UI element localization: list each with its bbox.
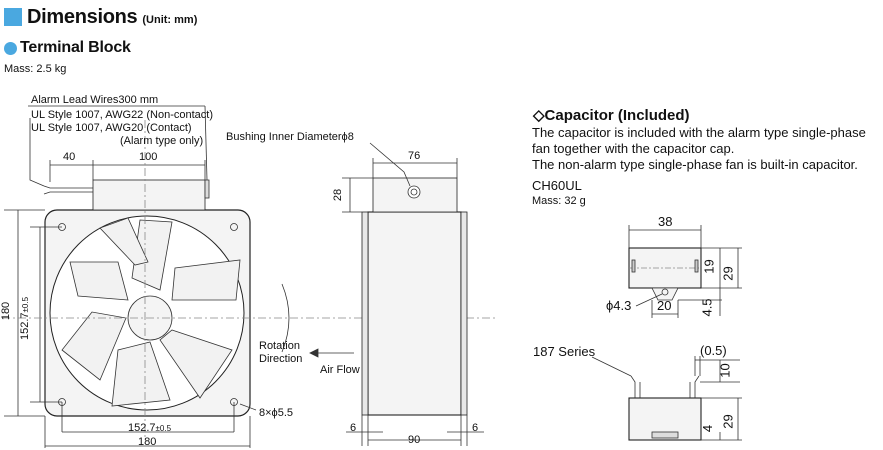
cap-dim-19: 19 [701, 259, 717, 274]
holes-label: 8×ϕ5.5 [259, 407, 293, 419]
fan-blade [159, 329, 233, 399]
alarm-type-only: (Alarm type only) [120, 135, 204, 147]
bushing-hole [407, 185, 421, 199]
capacitor-mass: Mass: 32 g [532, 195, 586, 207]
cap-dim-29: 29 [720, 266, 736, 281]
dim-180-horizontal: 180 [138, 436, 157, 448]
cap-dim-29b: 29 [720, 414, 736, 429]
fan-blade [69, 261, 129, 301]
dim-40: 40 [63, 151, 76, 163]
dim-152-7-horizontal: 152.7±0.5 [128, 422, 172, 434]
ul-style-awg20: UL Style 1007, AWG20 (Contact) [31, 122, 192, 134]
bushing-label: Bushing Inner Diameterϕ8 [226, 131, 354, 143]
cap-dim-20: 20 [657, 298, 672, 313]
ul-style-awg22: UL Style 1007, AWG22 (Non-contact) [31, 109, 213, 121]
dimensions-heading: Dimensions (Unit: mm) [4, 4, 197, 30]
dim-76: 76 [408, 150, 421, 162]
capacitor-desc-3: The non-alarm type single-phase fan is b… [532, 157, 858, 172]
capacitor-title: ◇Capacitor (Included) [533, 107, 690, 124]
terminal-block-heading: Terminal Block [4, 39, 131, 57]
cap-dim-4: 4 [700, 424, 716, 433]
dim-100: 100 [139, 151, 158, 163]
cap-dim-phi: ϕ4.3 [606, 298, 632, 313]
alarm-lead-wires [43, 185, 93, 195]
terminal-mass: Mass: 2.5 kg [4, 63, 67, 75]
fan-blade [111, 341, 171, 407]
fan-blade [61, 311, 127, 381]
dim-6-right: 6 [472, 422, 479, 434]
cap-dim-38: 38 [658, 214, 673, 229]
capacitor-mount-tab [651, 287, 679, 301]
cap-dim-0-5: (0.5) [700, 343, 727, 358]
fan-blade [99, 217, 149, 266]
dim-90: 90 [408, 434, 421, 446]
terminal-block-title: Terminal Block [20, 39, 131, 56]
dimensions-title: Dimensions [27, 5, 138, 28]
capacitor-desc-2: fan together with the capacitor cap. [532, 141, 735, 156]
capacitor-desc-1: The capacitor is included with the alarm… [532, 125, 866, 140]
dim-6-left: 6 [350, 422, 357, 434]
cap-dim-10: 10 [717, 363, 733, 378]
terminal-tab-right [689, 375, 700, 398]
rotation-label: Rotation [259, 340, 300, 352]
unit-label: (Unit: mm) [142, 13, 198, 26]
rotation-arrow [281, 283, 290, 353]
dim-180-vertical: 180 [0, 301, 13, 321]
fan-blade [171, 259, 241, 301]
series-187-label: 187 Series [533, 344, 596, 359]
bullet-dot-icon [4, 41, 17, 55]
capacitor-model: CH60UL [532, 178, 582, 193]
terminal-block [92, 179, 206, 211]
fan-frame-side [367, 211, 462, 416]
airflow-label: Air Flow [320, 364, 360, 376]
dim-152-7-vertical: 152.7±0.5 [19, 296, 32, 341]
direction-label: Direction [259, 353, 303, 365]
mount-hole [230, 223, 238, 231]
alarm-lead-label: Alarm Lead Wires300 mm [31, 94, 159, 106]
dim-28: 28 [332, 188, 345, 202]
terminal-tab-left [630, 375, 641, 398]
heading-square-icon [4, 8, 22, 26]
cap-dim-4-5: 4.5 [699, 298, 715, 317]
